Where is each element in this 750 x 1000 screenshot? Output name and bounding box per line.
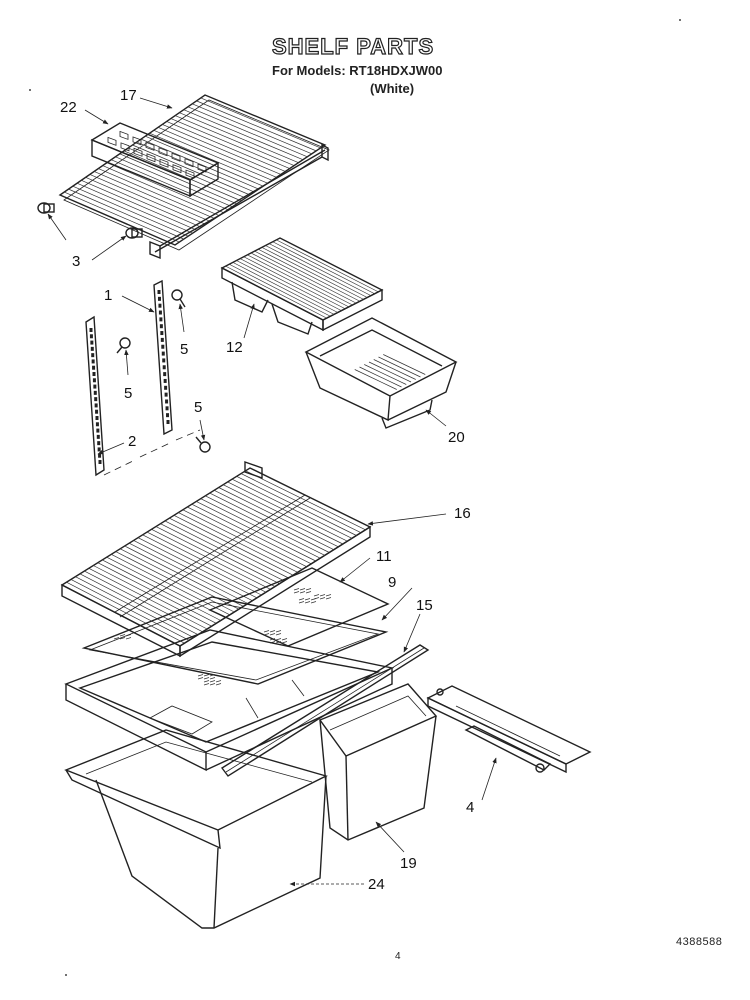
part-22-egg-tray [90,122,220,198]
callout-3: 3 [72,253,80,270]
callout-labels: 22 17 3 1 5 5 5 2 12 20 16 11 9 15 4 19 … [60,87,474,893]
part-2-shelf-ladder-left [85,315,201,477]
part-19-small-crisper [318,683,438,841]
callout-5-lower: 5 [194,399,202,416]
part-16-wire-shelf [60,461,372,658]
callout-20: 20 [448,429,465,446]
part-15-trim-strip [220,644,430,777]
callout-5-middle: 5 [124,385,132,402]
callout-19: 19 [400,855,417,872]
part-24-large-crisper [64,729,328,929]
part-9-crisper-glass [81,596,389,686]
callout-15: 15 [416,597,433,614]
color-variant: (White) [370,81,415,96]
part-4-crisper-bracket [426,685,592,774]
callout-16: 16 [454,505,471,522]
callout-1: 1 [104,287,112,304]
catalog-number: 4388588 [676,936,723,948]
models-line: For Models: RT18HDXJW00 [272,63,443,78]
callout-17: 17 [120,87,137,104]
part-20-meat-pan [304,317,458,429]
callout-9: 9 [388,574,396,591]
callout-2: 2 [128,433,136,450]
part-12-meat-pan-cover [220,237,384,335]
part-3-shelf-buttons [37,202,143,239]
crisper-cover-frame [64,629,395,772]
part-11-glass-insert [208,567,390,647]
callout-leaders [47,97,497,887]
callout-5-upper: 5 [180,341,188,358]
callout-22: 22 [60,99,77,116]
callout-4: 4 [466,799,474,816]
diagram-title: SHELF PARTS [271,33,435,59]
page-number: 4 [395,951,401,962]
part-17-wire-shelf [58,94,330,260]
callout-11: 11 [376,548,392,565]
callout-24: 24 [368,876,385,893]
callout-12: 12 [226,339,243,356]
part-5-screws [116,289,211,453]
part-1-shelf-ladder-right [153,279,173,436]
